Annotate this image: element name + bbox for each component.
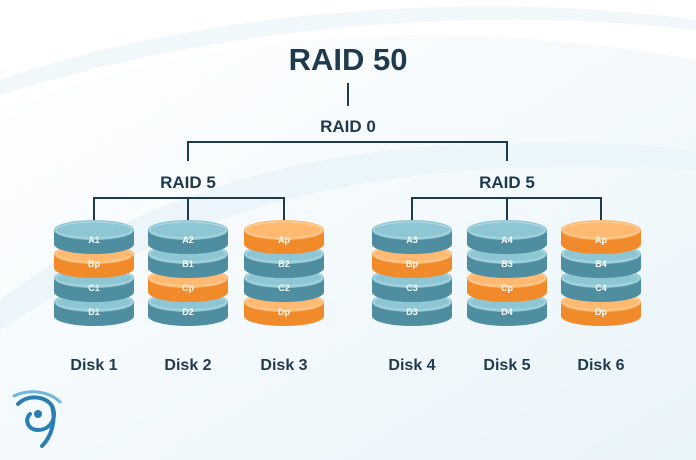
- disk-block-label: B3: [501, 259, 513, 269]
- group-2-label: RAID 5: [479, 173, 535, 192]
- disk-block-label: D3: [406, 307, 418, 317]
- disk-block-label: D1: [88, 307, 100, 317]
- disk-block: A2: [148, 220, 228, 254]
- disk-block-label: Bp: [88, 259, 100, 269]
- disk-label: Disk 5: [483, 357, 530, 374]
- disk-block-label: B4: [595, 259, 607, 269]
- disk-label: Disk 1: [70, 357, 117, 374]
- disk-block-label: A1: [88, 235, 100, 245]
- root-bracket: [187, 141, 508, 161]
- disk-block-label: A4: [501, 235, 513, 245]
- disk-block: A1: [54, 220, 134, 254]
- disk-block-label: Cp: [501, 283, 513, 293]
- disk-block: Ap: [244, 220, 324, 254]
- disk-block-label: Dp: [278, 307, 290, 317]
- disk-block-label: Bp: [406, 259, 418, 269]
- disk-block-label: C4: [595, 283, 607, 293]
- disk-block-label: B2: [278, 259, 290, 269]
- disk-label: Disk 4: [388, 357, 435, 374]
- disk-block-label: Ap: [278, 235, 290, 245]
- disk-block-label: C1: [88, 283, 100, 293]
- disk-block-label: C3: [406, 283, 418, 293]
- disk-block: Ap: [561, 220, 641, 254]
- disk-block-label: Cp: [182, 283, 194, 293]
- disk-block: A4: [467, 220, 547, 254]
- disk-block: A3: [372, 220, 452, 254]
- group-1-label: RAID 5: [160, 173, 216, 192]
- disk-block-label: B1: [182, 259, 194, 269]
- disk-label: Disk 6: [577, 357, 624, 374]
- diagram-title: RAID 50: [289, 42, 408, 77]
- disk-block-label: A3: [406, 235, 418, 245]
- disk-block-label: C2: [278, 283, 290, 293]
- disk-block-label: D4: [501, 307, 513, 317]
- disk-block-label: D2: [182, 307, 194, 317]
- swirl-logo-icon: [12, 390, 62, 448]
- disk-block-label: A2: [182, 235, 194, 245]
- root-level-label: RAID 0: [320, 117, 376, 136]
- disk-block-label: Dp: [595, 307, 607, 317]
- disk-label: Disk 3: [260, 357, 307, 374]
- disk-block: D1: [54, 292, 134, 326]
- disk-label: Disk 2: [164, 357, 211, 374]
- disk-block-label: Ap: [595, 235, 607, 245]
